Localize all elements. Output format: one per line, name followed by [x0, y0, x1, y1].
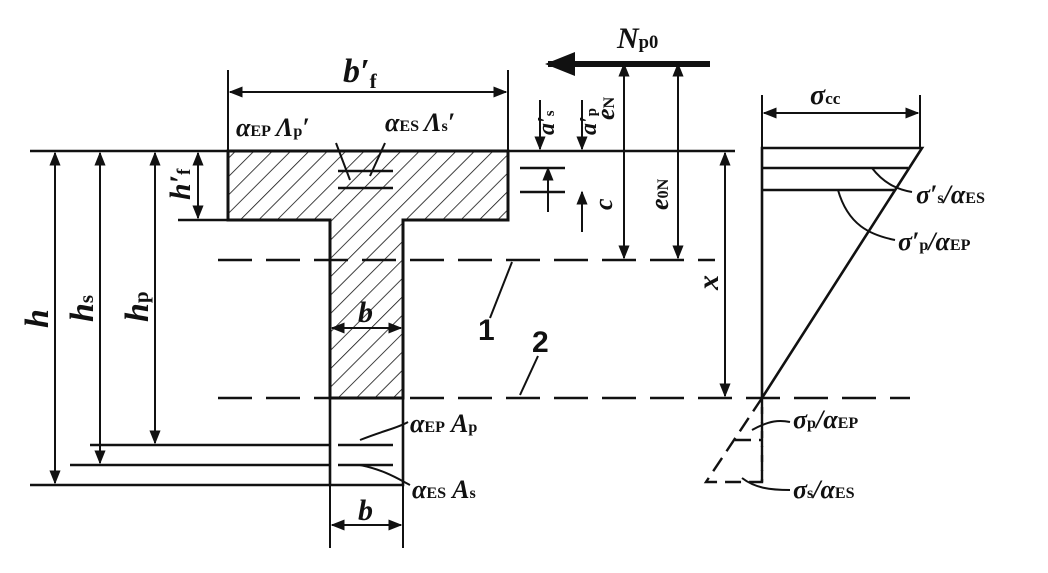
label-c: c [589, 198, 618, 210]
label-tendon-depth: hp [119, 291, 156, 322]
label-sigma-s: σs/αES [793, 475, 855, 504]
t-section [226, 149, 510, 487]
label-total-height: h [19, 309, 56, 328]
label-sigma-s-prime: σ′s/αES [916, 180, 985, 209]
label-sigma-p-prime: σ′p/αEP [898, 227, 971, 256]
label-line-1: 1 [478, 314, 495, 347]
label-sigma-cc: σcc [810, 80, 841, 111]
label-eN: eN [591, 96, 620, 120]
label-line-2: 2 [532, 326, 549, 359]
label-x: x [692, 275, 725, 291]
label-flange-width: b′f [343, 53, 378, 93]
label-e0N: e0N [645, 178, 674, 210]
label-flange-thickness: h′f [164, 168, 197, 200]
label-ap-prime: a′p [576, 108, 602, 135]
web-width-bottom-dimension [329, 485, 404, 548]
leaders [335, 142, 411, 486]
label-steel-depth: hs [64, 295, 101, 322]
label-web-width: b [358, 296, 373, 329]
line-1-leader [489, 261, 513, 319]
line-2-leader [519, 355, 539, 396]
stress-diagram [703, 95, 925, 491]
label-sigma-p: σp/αEP [793, 405, 858, 434]
flange-width-dimension [227, 70, 509, 151]
web-lower [328, 398, 405, 487]
label-web-width-bottom: b [358, 494, 373, 527]
label-force: Np0 [616, 22, 658, 55]
label-as-prime: a′s [534, 110, 560, 135]
dimension-arrows-left [49, 151, 204, 485]
force-and-eccentricity [534, 52, 710, 260]
